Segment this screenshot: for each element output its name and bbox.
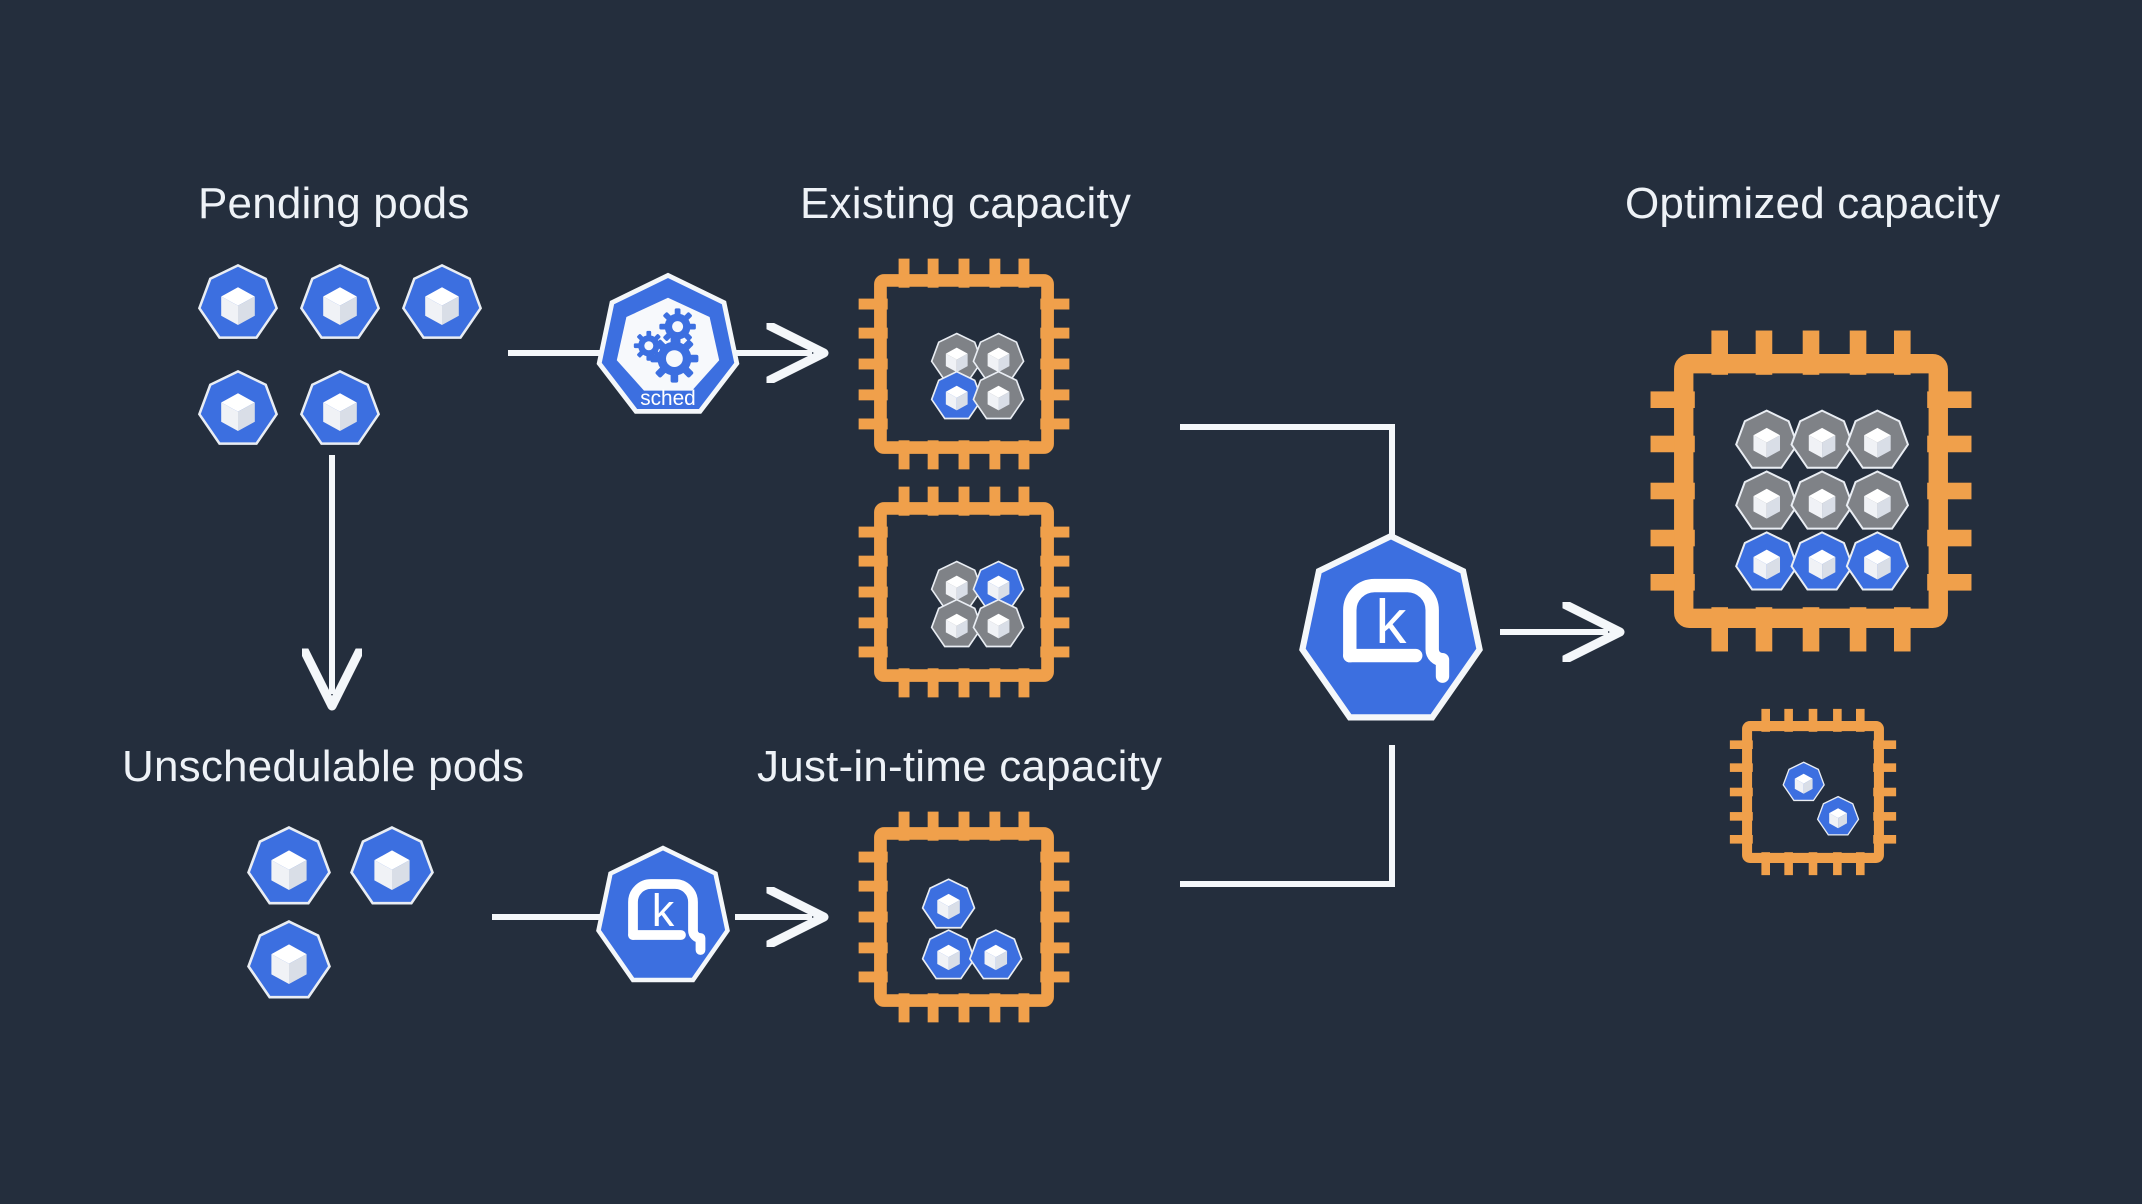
chip-pod-slots	[1735, 409, 1910, 591]
pod-cube-icon	[197, 263, 279, 339]
chip-pod-1	[921, 878, 976, 929]
label-just-in-time-capacity: Just-in-time capacity	[757, 742, 1163, 791]
karpenter-node-small[interactable]: k	[588, 845, 738, 995]
pod-unschedulable-3[interactable]	[245, 918, 333, 1006]
chip-pod-slots	[1782, 761, 1860, 836]
label-existing-capacity: Existing capacity	[800, 179, 1132, 228]
chip-pod-1	[1782, 761, 1825, 802]
kube-scheduler-node[interactable]: sched	[588, 272, 748, 434]
chip-just-in-time[interactable]	[855, 808, 1073, 1026]
cpu-chip-icon	[858, 486, 1070, 698]
chip-pod-2	[972, 332, 1025, 382]
pod-pending-5[interactable]	[298, 368, 382, 452]
pod-unschedulable-2[interactable]	[348, 824, 436, 912]
bracket-jit-to-karpenter	[1180, 745, 1395, 887]
pod-cube-icon	[247, 920, 331, 999]
chip-pod-2	[1816, 795, 1860, 836]
pod-cube-icon	[247, 826, 331, 905]
chip-pod-7	[1735, 531, 1799, 591]
label-unschedulable-pods: Unschedulable pods	[122, 742, 525, 791]
chip-existing-2[interactable]	[855, 483, 1073, 701]
chip-pod-3	[968, 929, 1023, 980]
chip-pod-4	[972, 598, 1025, 648]
karpenter-letter: k	[1376, 588, 1407, 657]
karpenter-letter: k	[652, 885, 675, 936]
kube-scheduler-icon	[596, 272, 740, 414]
chip-pod-9	[1845, 531, 1910, 591]
chip-pod-1	[930, 560, 983, 610]
cpu-chip-icon	[1650, 330, 1972, 652]
karpenter-node-main[interactable]: k	[1288, 532, 1494, 738]
label-optimized-capacity: Optimized capacity	[1625, 179, 2001, 228]
chip-pod-3	[930, 370, 983, 420]
chip-pod-3	[1845, 409, 1910, 469]
pod-unschedulable-1[interactable]	[245, 824, 333, 912]
label-pending-pods: Pending pods	[198, 179, 470, 228]
chip-pod-slots	[930, 560, 1025, 648]
cpu-chip-icon	[1729, 708, 1897, 876]
chip-pod-3	[930, 598, 983, 648]
chip-optimized-large[interactable]	[1645, 325, 1977, 657]
chip-pod-2	[972, 560, 1025, 610]
cpu-chip-icon	[858, 811, 1070, 1023]
pod-cube-icon	[350, 826, 434, 905]
chip-pod-6	[1845, 470, 1910, 530]
chip-pod-1	[1735, 409, 1799, 469]
pod-pending-1[interactable]	[196, 262, 280, 346]
chip-pod-5	[1790, 470, 1854, 530]
chip-pod-4	[972, 370, 1025, 420]
chip-pod-8	[1790, 531, 1854, 591]
pod-pending-2[interactable]	[298, 262, 382, 346]
pod-cube-icon	[299, 263, 381, 339]
pod-cube-icon	[401, 263, 483, 339]
chip-existing-1[interactable]	[855, 255, 1073, 473]
chip-pod-2	[1790, 409, 1854, 469]
scheduler-caption: sched	[640, 387, 696, 410]
chip-pod-slots	[921, 878, 1023, 980]
cpu-chip-icon	[858, 258, 1070, 470]
pod-pending-4[interactable]	[196, 368, 280, 452]
chip-pod-4	[1735, 470, 1799, 530]
karpenter-icon: k	[1299, 532, 1483, 721]
chip-pod-slots	[930, 332, 1025, 420]
chip-pod-2	[921, 929, 976, 980]
pod-cube-icon	[197, 369, 279, 445]
pod-cube-icon	[299, 369, 381, 445]
karpenter-icon: k	[596, 845, 730, 983]
chip-optimized-small[interactable]	[1727, 706, 1899, 878]
pod-pending-3[interactable]	[400, 262, 484, 346]
